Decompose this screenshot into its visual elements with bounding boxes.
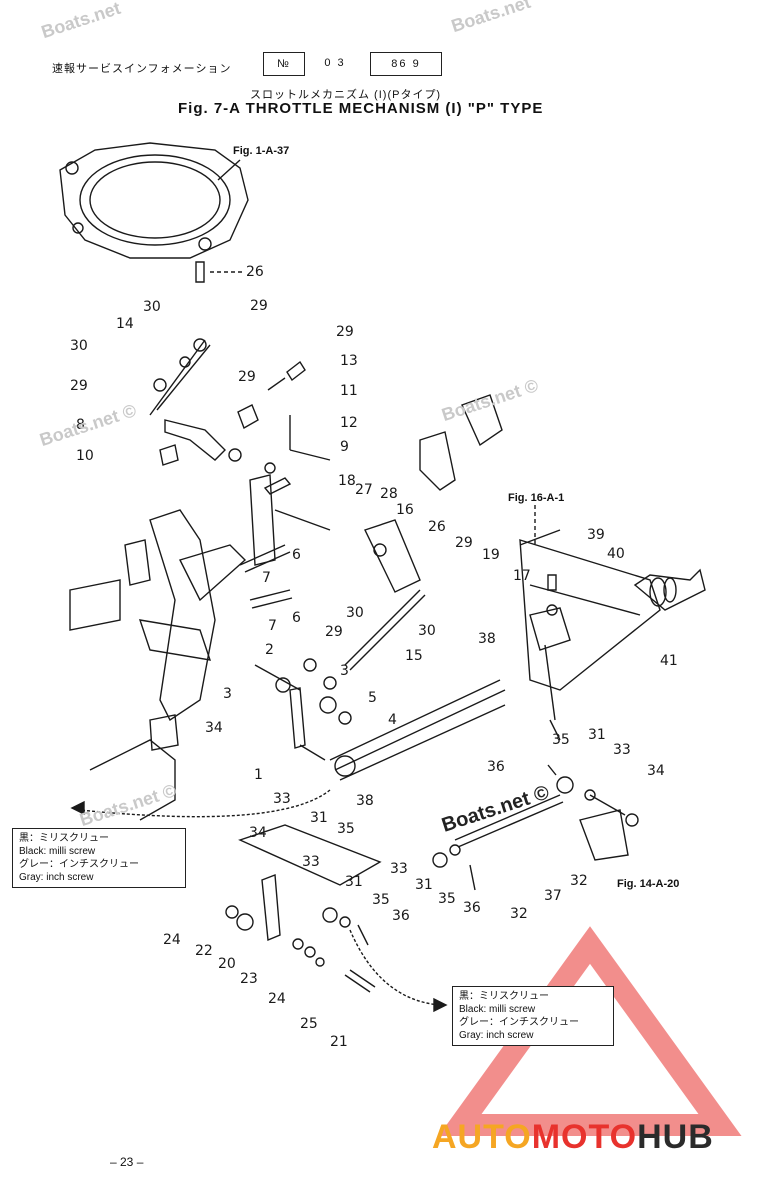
callout-37: 37 xyxy=(544,888,562,904)
callout-38b: 38 xyxy=(478,631,496,647)
callout-8: 8 xyxy=(76,417,85,433)
callout-41: 41 xyxy=(660,653,678,669)
callout-27: 27 xyxy=(355,482,373,498)
page-title: Fig. 7-A THROTTLE MECHANISM (I) "P" TYPE xyxy=(178,100,544,117)
callout-22: 22 xyxy=(195,943,213,959)
callout-23: 23 xyxy=(240,971,258,987)
callout-36b: 36 xyxy=(487,759,505,775)
callout-33d: 33 xyxy=(613,742,631,758)
legend-en-gray: Gray: inch screw xyxy=(19,872,94,883)
callout-13: 13 xyxy=(340,353,358,369)
callout-17: 17 xyxy=(513,568,531,584)
legend-en-gray: Gray: inch screw xyxy=(459,1030,534,1041)
service-info-label: 速報サービスインフォメーション xyxy=(52,63,232,75)
callout-34c: 34 xyxy=(647,763,665,779)
callout-19: 19 xyxy=(482,547,500,563)
callout-32b: 32 xyxy=(570,873,588,889)
callout-38: 38 xyxy=(356,793,374,809)
page-number: – 23 – xyxy=(110,1155,144,1169)
callout-6a: 6 xyxy=(292,547,301,563)
callout-31d: 31 xyxy=(415,877,433,893)
callout-21: 21 xyxy=(330,1034,348,1050)
callout-7b: 7 xyxy=(268,618,277,634)
callout-34a: 34 xyxy=(205,720,223,736)
callout-7a: 7 xyxy=(262,570,271,586)
ref-fig-16a1[interactable]: Fig. 16-A-1 xyxy=(508,492,565,504)
callout-5: 5 xyxy=(368,690,377,706)
callout-24a: 24 xyxy=(163,932,181,948)
title-japanese: スロットルメカニズム (I)(Pタイプ) xyxy=(250,89,442,101)
logo-hub: HUB xyxy=(637,1118,714,1156)
callout-25: 25 xyxy=(300,1016,318,1032)
callout-31a: 31 xyxy=(310,810,328,826)
callout-35c: 35 xyxy=(552,732,570,748)
code-box: 0 3 xyxy=(324,57,346,69)
ref-fig-1a37[interactable]: Fig. 1-A-37 xyxy=(233,145,290,157)
legend-jp-gray: グレー：インチスクリュー xyxy=(19,859,139,870)
legend-screw-types-right: 黒：ミリスクリュー Black: milli screw グレー：インチスクリュ… xyxy=(452,986,614,1046)
callout-29d: 29 xyxy=(238,369,256,385)
callout-9: 9 xyxy=(340,439,349,455)
legend-en-black: Black: milli screw xyxy=(19,846,96,857)
callout-40: 40 xyxy=(607,546,625,562)
callout-34b: 34 xyxy=(249,825,267,841)
callout-11: 11 xyxy=(340,383,358,399)
callout-15: 15 xyxy=(405,648,423,664)
callout-30a: 30 xyxy=(143,299,161,315)
callout-24b: 24 xyxy=(268,991,286,1007)
callout-29a: 29 xyxy=(250,298,268,314)
callout-18: 18 xyxy=(338,473,356,489)
automotohub-logo: AUTOMOTOHUB xyxy=(432,1118,714,1157)
callout-14: 14 xyxy=(116,316,134,332)
callout-4: 4 xyxy=(388,712,397,728)
callout-35b: 35 xyxy=(372,892,390,908)
callout-39: 39 xyxy=(587,527,605,543)
legend-jp-gray: グレー：インチスクリュー xyxy=(459,1017,579,1028)
callout-26b: 26 xyxy=(428,519,446,535)
callout-35d: 35 xyxy=(438,891,456,907)
callout-28: 28 xyxy=(380,486,398,502)
callout-6b: 6 xyxy=(292,610,301,626)
callout-29b: 29 xyxy=(70,378,88,394)
callout-33a: 33 xyxy=(273,791,291,807)
legend-jp-black: 黒：ミリスクリュー xyxy=(19,833,109,844)
callout-30b: 30 xyxy=(70,338,88,354)
callout-1: 1 xyxy=(254,767,263,783)
callout-30d: 30 xyxy=(418,623,436,639)
callout-36a: 36 xyxy=(392,908,410,924)
callout-32a: 32 xyxy=(510,906,528,922)
callout-29e: 29 xyxy=(455,535,473,551)
callout-31b: 31 xyxy=(345,874,363,890)
callout-31c: 31 xyxy=(588,727,606,743)
callout-29f: 29 xyxy=(325,624,343,640)
callout-35a: 35 xyxy=(337,821,355,837)
legend-en-black: Black: milli screw xyxy=(459,1004,536,1015)
callout-16: 16 xyxy=(396,502,414,518)
callout-29c: 29 xyxy=(336,324,354,340)
legend-jp-black: 黒：ミリスクリュー xyxy=(459,991,549,1002)
logo-auto: AUTO xyxy=(432,1118,532,1156)
callout-10: 10 xyxy=(76,448,94,464)
callout-20: 20 xyxy=(218,956,236,972)
callout-33c: 33 xyxy=(390,861,408,877)
number-box: № xyxy=(263,52,305,76)
callout-2: 2 xyxy=(265,642,274,658)
legend-screw-types-left: 黒：ミリスクリュー Black: milli screw グレー：インチスクリュ… xyxy=(12,828,186,888)
callout-36c: 36 xyxy=(463,900,481,916)
callout-3a: 3 xyxy=(340,663,349,679)
date-box: 86 9 xyxy=(370,52,442,76)
ref-fig-14a20[interactable]: Fig. 14-A-20 xyxy=(617,878,680,890)
callout-12: 12 xyxy=(340,415,358,431)
callout-30c: 30 xyxy=(346,605,364,621)
logo-moto: MOTO xyxy=(531,1118,638,1156)
callout-26: 26 xyxy=(246,264,264,280)
callout-33b: 33 xyxy=(302,854,320,870)
callout-3b: 3 xyxy=(223,686,232,702)
